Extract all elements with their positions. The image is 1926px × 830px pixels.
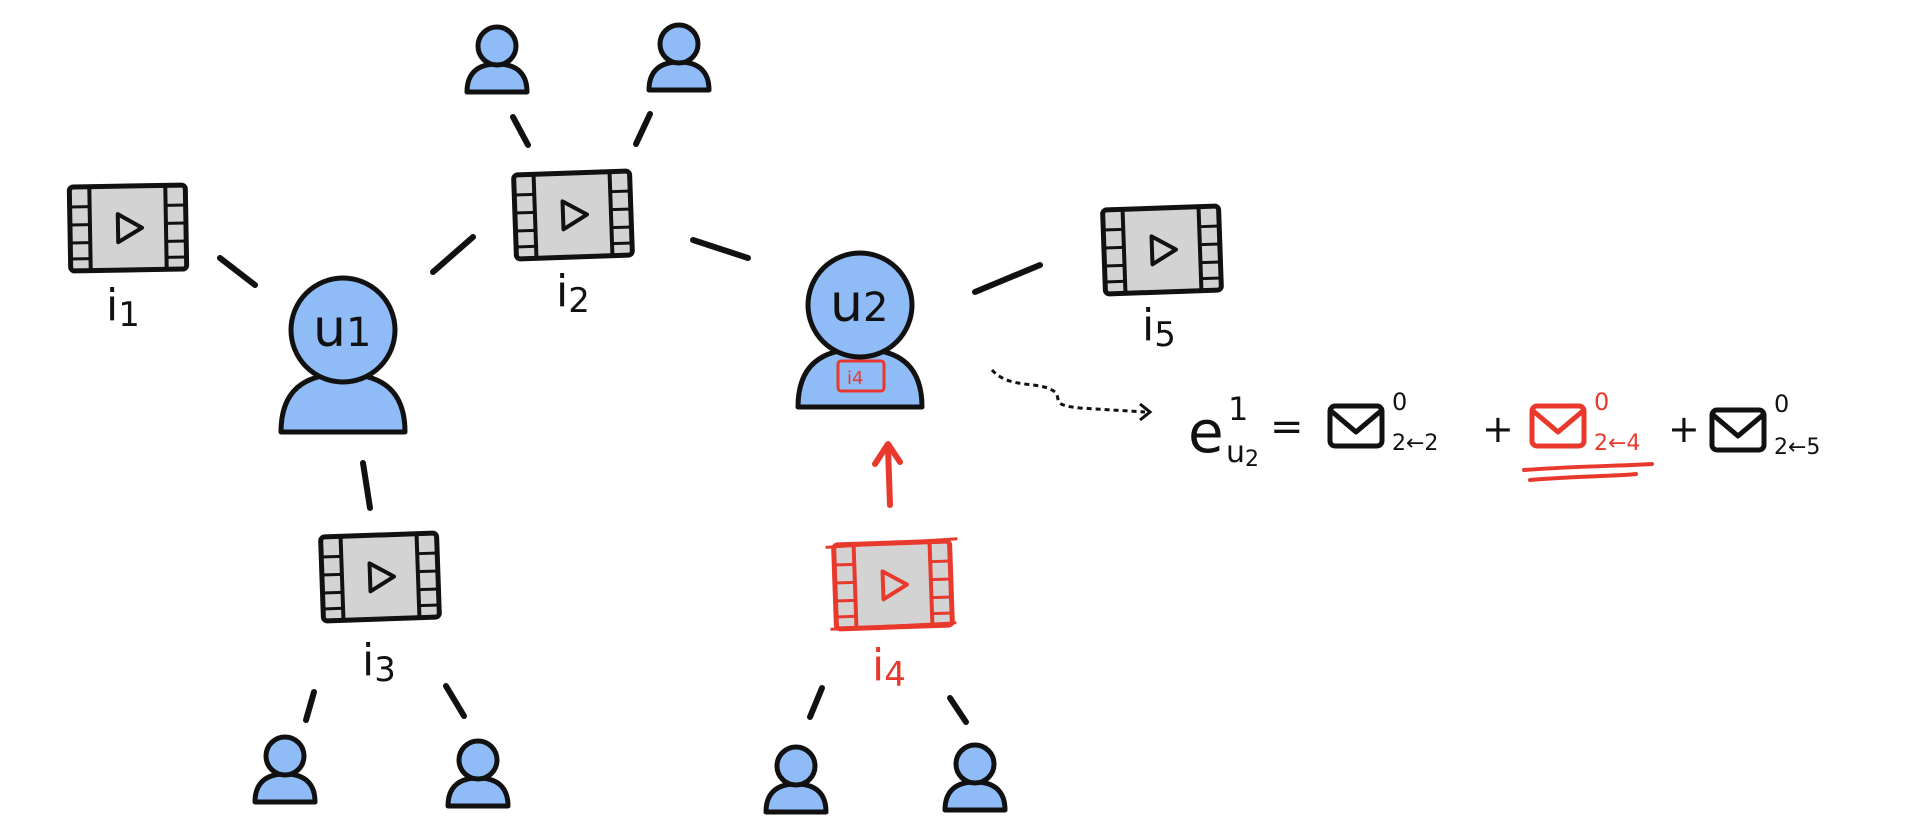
item-i2 — [514, 171, 633, 259]
message-term-1-sup: 0 — [1392, 388, 1407, 416]
item-label-i2: i2 — [556, 266, 590, 321]
item-label-i4: i4 — [872, 640, 906, 695]
user-label-u2: u2 — [830, 274, 888, 334]
video-film-icon — [321, 533, 440, 621]
item-i4 — [825, 537, 958, 632]
message-term-2: 0 2←4 — [1522, 388, 1654, 482]
message-term-3: 0 2←5 — [1712, 390, 1820, 460]
edge-u2-i5 — [972, 262, 1043, 295]
equation-equals: = — [1270, 404, 1304, 450]
edge-i4-user-b — [947, 695, 969, 725]
item-i1 — [69, 185, 186, 271]
neighbor-user — [467, 27, 527, 92]
aggregation-equation: e 1 u2 = 0 2←2 + 0 2←4 + 0 2←5 — [1188, 388, 1820, 482]
video-film-icon — [1103, 206, 1222, 294]
edge-i3-user-a — [303, 689, 317, 723]
highlight-underline — [1522, 462, 1654, 472]
message-term-2-sub: 2←4 — [1594, 431, 1640, 456]
edge-i2-user-a — [510, 114, 531, 148]
graph-edges — [217, 111, 1043, 725]
item-i5 — [1103, 206, 1222, 294]
message-arrow-head — [872, 441, 903, 467]
message-term-1-sub: 2←2 — [1392, 431, 1438, 456]
neighbor-user — [766, 747, 826, 812]
edge-i1-u1 — [217, 255, 258, 288]
person-icon — [945, 745, 1005, 810]
item-label-i1: i1 — [106, 280, 140, 335]
message-term-2-sup: 0 — [1594, 388, 1609, 416]
message-term-3-sup: 0 — [1774, 390, 1789, 418]
person-icon — [766, 747, 826, 812]
neighbor-user — [448, 741, 508, 806]
video-film-icon — [514, 171, 633, 259]
user-label-u1: u1 — [313, 299, 371, 359]
equation-lhs-sub: u2 — [1226, 435, 1259, 472]
person-icon — [467, 27, 527, 92]
message-arrow — [885, 445, 893, 508]
dotted-connector — [990, 368, 1146, 414]
envelope-icon — [1330, 406, 1382, 446]
envelope-icon — [1712, 410, 1764, 450]
user-u2: u2 i4 — [798, 250, 922, 407]
edge-i2-u2 — [690, 237, 751, 261]
inbox-badge-label: i4 — [847, 368, 863, 389]
equation-lhs: e — [1188, 398, 1224, 466]
edge-i3-user-b — [443, 683, 467, 719]
highlight-underline — [1528, 472, 1638, 482]
edge-u1-i3 — [360, 460, 373, 511]
message-term-1: 0 2←2 — [1330, 388, 1438, 456]
edge-i2-user-b — [633, 111, 653, 147]
dotted-connector-head — [1139, 402, 1153, 422]
person-icon — [649, 25, 709, 90]
equation-plus-1: + — [1482, 407, 1514, 451]
envelope-icon — [1532, 406, 1584, 446]
person-icon — [255, 737, 315, 802]
item-label-i5: i5 — [1142, 300, 1176, 355]
message-term-3-sub: 2←5 — [1774, 435, 1820, 460]
neighbor-user — [255, 737, 315, 802]
equation-lhs-sup: 1 — [1228, 390, 1248, 428]
person-icon — [448, 741, 508, 806]
edge-u1-i2 — [430, 234, 476, 275]
edge-i4-user-a — [807, 685, 825, 720]
neighbor-user — [649, 25, 709, 90]
item-label-i3: i3 — [362, 635, 396, 690]
user-u1: u1 — [281, 275, 405, 432]
neighbor-user — [945, 745, 1005, 810]
item-i3 — [321, 533, 440, 621]
video-film-icon — [69, 185, 186, 271]
inbox-badge — [836, 359, 886, 393]
equation-plus-2: + — [1668, 407, 1700, 451]
